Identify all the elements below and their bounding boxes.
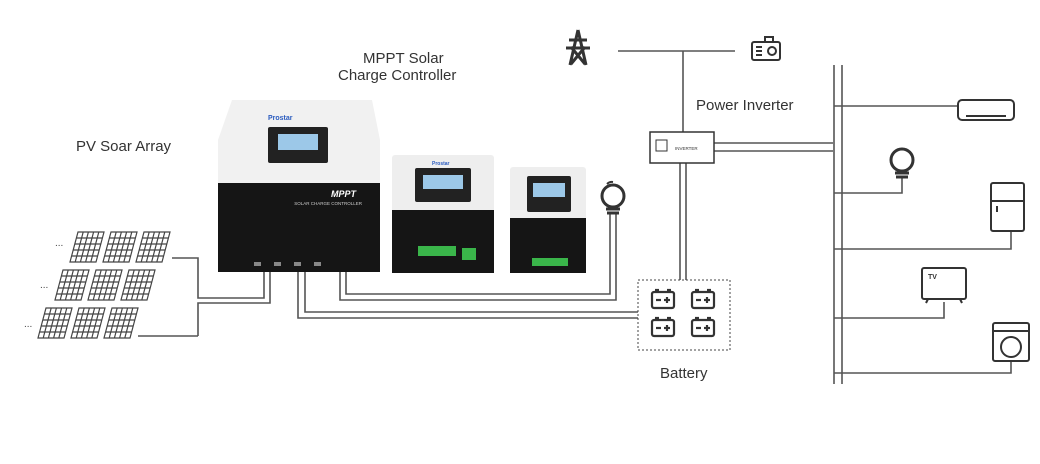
controller-label-1: MPPT Solar [363,50,444,67]
light-bulb-icon [600,180,626,215]
ellipsis-2: ... [40,280,48,291]
inverter-label: INVERTER [675,146,698,151]
solar-panel [54,269,90,301]
solar-panel [70,307,106,339]
battery-icon [690,316,716,338]
battery-icon [650,288,676,310]
solar-panel [135,231,171,263]
tv-icon [921,267,967,304]
light-bulb-icon [889,147,915,179]
battery-icon [690,288,716,310]
solar-panel [102,231,138,263]
power-inverter-label: Power Inverter [696,97,794,114]
svg-text:Prostar: Prostar [432,161,450,167]
solar-panel [37,307,73,339]
svg-text:MPPT: MPPT [331,189,358,199]
pv-array-label: PV Soar Array [76,138,172,155]
brand-logo: Prostar [268,115,293,122]
generator-icon [751,36,781,61]
refrigerator-icon [990,182,1025,232]
svg-text:SOLAR CHARGE CONTROLLER: SOLAR CHARGE CONTROLLER [294,201,363,206]
ellipsis-1: ... [55,238,63,249]
solar-panel [120,269,156,301]
transmission-tower-icon [566,29,590,66]
air-conditioner-icon [957,99,1015,121]
mppt-controller-medium: Prostar [392,155,494,273]
battery-bank [637,279,731,351]
battery-icon [650,316,676,338]
ellipsis-3: ... [24,319,32,330]
mppt-controller-large: Prostar MPPT SOLAR CHARGE CONTROLLER [218,100,380,272]
solar-panel [69,231,105,263]
tv-text: TV [928,274,937,281]
washing-machine-icon [992,322,1030,362]
inverter-box [649,131,715,164]
mppt-controller-small [510,167,586,273]
controller-label-2: Charge Controller [338,67,457,84]
battery-label: Battery [660,365,708,382]
solar-panel-icon [37,231,171,339]
solar-panel [103,307,139,339]
solar-panel [87,269,123,301]
